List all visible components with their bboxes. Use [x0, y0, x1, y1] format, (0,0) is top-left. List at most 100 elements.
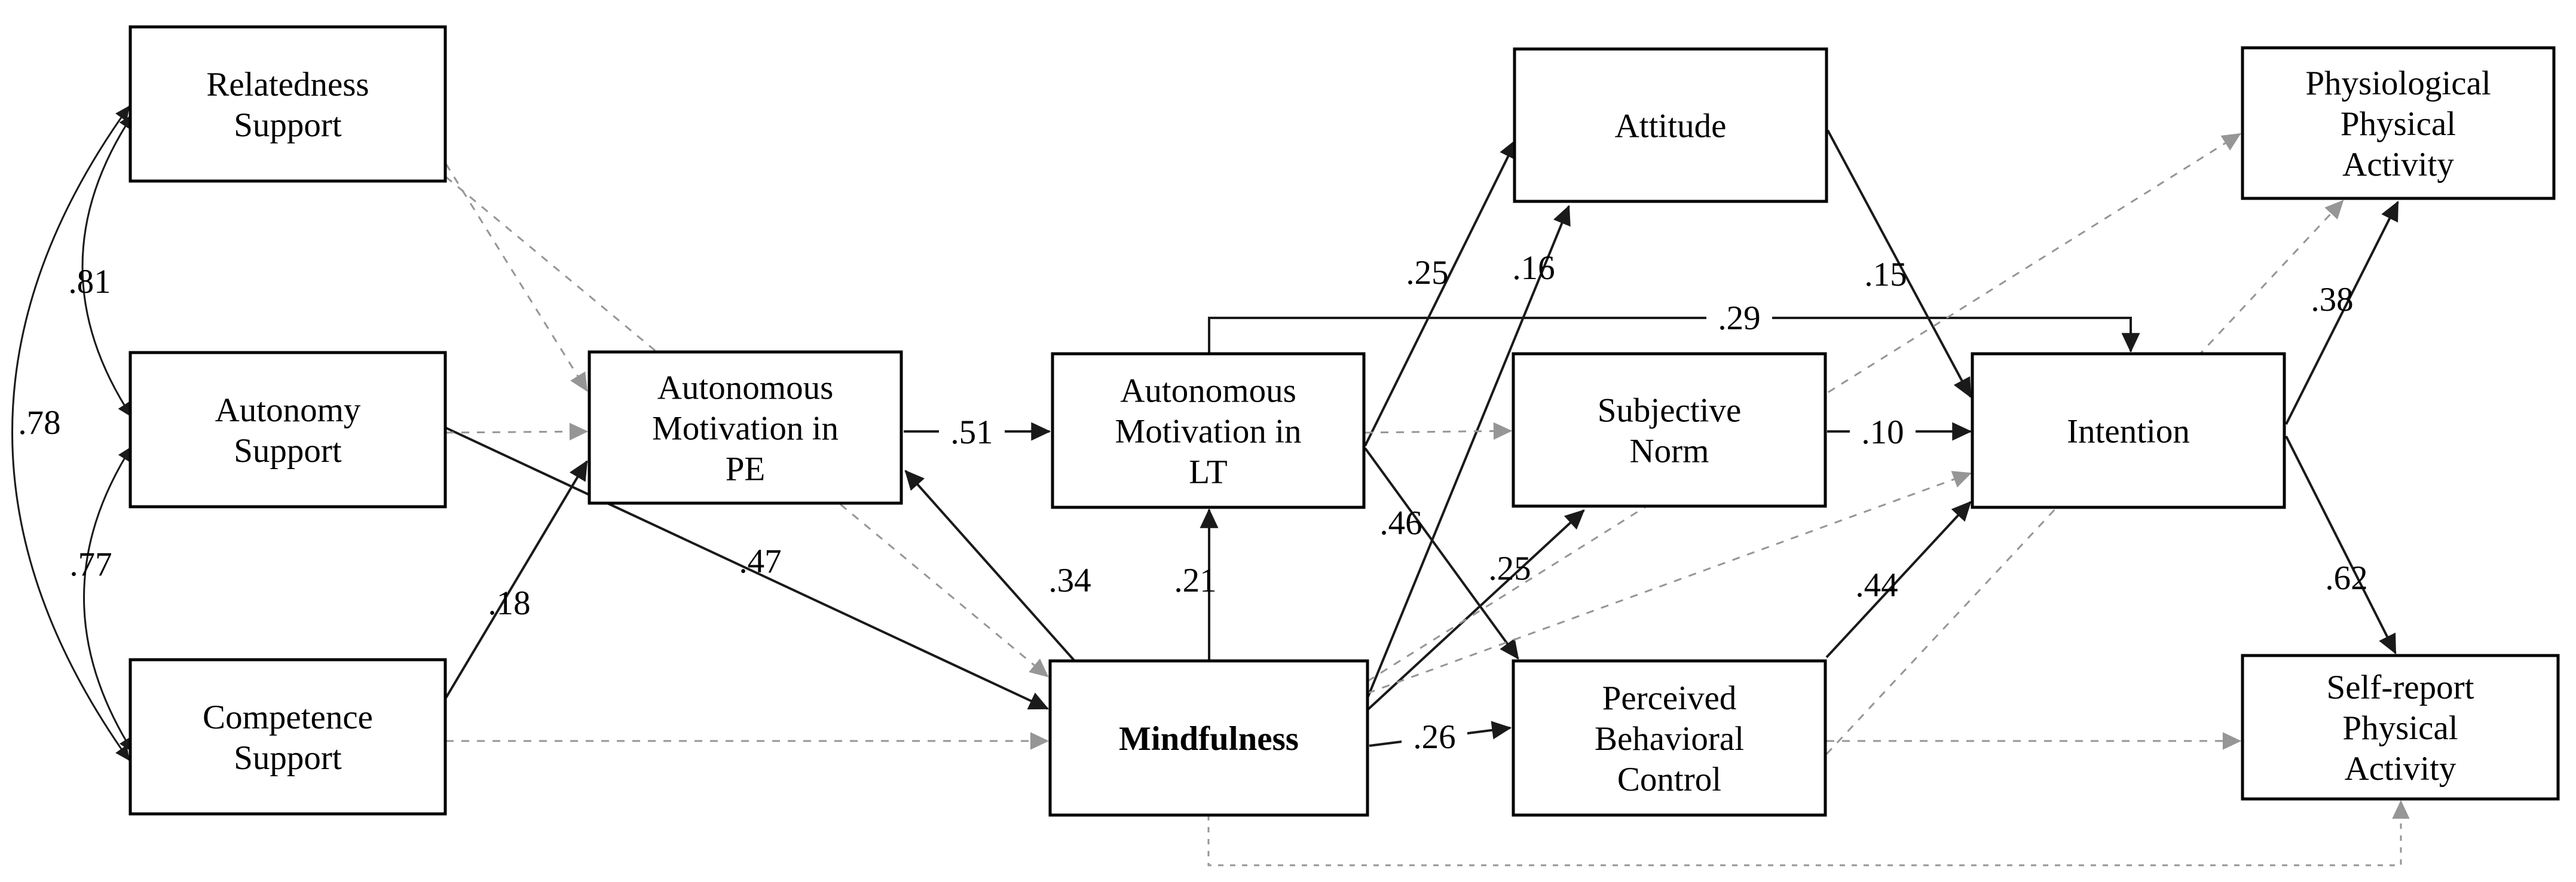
coefficient-label-mask: [1402, 716, 1467, 756]
node-label-intention: Intention: [2067, 413, 2190, 451]
coefficient-value: .78: [18, 404, 60, 442]
path-mindfulness-to-intention: [1367, 471, 1972, 694]
node-label-line: Competence: [203, 699, 373, 736]
node-label-line: Physical: [2341, 105, 2456, 143]
node-mindfulness: Mindfulness: [1048, 659, 1369, 817]
coefficient-value: .21: [1174, 562, 1216, 599]
node-label-line: Relatedness: [206, 66, 369, 103]
node-label-line: Behavioral: [1595, 720, 1744, 758]
coefficient-autonomous_motivation_lt-to-intention: .29: [1706, 298, 1772, 337]
node-label-line: Physical: [2342, 709, 2458, 747]
node-label-attitude: Attitude: [1615, 108, 1727, 145]
path-autonomy_support-to-competence_support: [83, 446, 134, 753]
node-label-line: Autonomy: [215, 391, 361, 429]
node-label-line: Support: [234, 106, 342, 144]
path-autonomous_motivation_lt-to-attitude: [1364, 139, 1518, 446]
node-label-line: Physiological: [2305, 65, 2491, 102]
node-label-line: Perceived: [1602, 679, 1737, 717]
coefficient-attitude-to-intention: .15: [1864, 256, 1907, 293]
node-label-line: Autonomous: [1120, 372, 1296, 410]
coefficient-competence_support-to-autonomous_motivation_pe: .18: [488, 584, 530, 622]
coefficient-relatedness_support-to-autonomy_support: .81: [68, 263, 111, 301]
node-box-physiological_physical_activity: [2241, 46, 2556, 200]
node-label-mindfulness: Mindfulness: [1119, 720, 1299, 758]
node-intention: Intention: [1971, 352, 2286, 509]
path-mindfulness-to-autonomous_motivation_pe: [904, 470, 1076, 662]
node-label-line: Motivation in: [1115, 413, 1302, 451]
path-intention-to-self_report_physical_activity: [2285, 436, 2397, 654]
node-label-line: Support: [234, 432, 342, 470]
node-label-line: Intention: [2067, 413, 2190, 451]
node-box-relatedness_support: [129, 25, 447, 183]
node-label-line: Norm: [1630, 433, 1709, 470]
node-box-self_report_physical_activity: [2241, 654, 2560, 801]
path-autonomy_support-to-autonomous_motivation_pe: [445, 422, 589, 440]
node-label-line: Attitude: [1615, 108, 1727, 145]
coefficient-value: .62: [2325, 559, 2367, 597]
coefficient-mindfulness-to-perceived_behavioral_control: .26: [1402, 716, 1467, 756]
node-label-line: Autonomous: [657, 369, 834, 407]
path-autonomous_motivation_lt-to-perceived_behavioral_control: [1364, 447, 1519, 660]
path-attitude-to-intention: [1827, 130, 1972, 398]
coefficient-value: .25: [1488, 550, 1531, 587]
node-label-line: Control: [1617, 761, 1721, 798]
coefficient-value: .44: [1855, 566, 1898, 604]
node-label-line: PE: [726, 451, 766, 488]
coefficient-autonomy_support-to-mindfulness: .47: [739, 543, 781, 580]
coefficient-value: .47: [739, 543, 781, 580]
coefficient-mindfulness-to-attitude: .16: [1512, 249, 1555, 287]
node-box-autonomy_support: [129, 351, 447, 509]
node-box-subjective_norm: [1512, 352, 1827, 508]
coefficient-value: .26: [1413, 718, 1455, 756]
coefficient-labels-layer: .81 .77 .78 .18 .47 .34 .21 .51 .25 .16 .25 .29 .15.…: [18, 249, 2368, 756]
coefficient-autonomous_motivation_lt-to-perceived_behavioral_control: .46: [1379, 504, 1422, 542]
coefficient-label-mask: [939, 412, 1005, 451]
coefficient-mindfulness-to-autonomous_motivation_pe: .34: [1048, 562, 1091, 599]
node-box-competence_support: [129, 658, 447, 816]
node-box-intention: [1971, 352, 2286, 509]
coefficient-value: .16: [1512, 249, 1555, 287]
coefficient-value: .51: [950, 414, 993, 451]
path-autonomous_motivation_lt-to-subjective_norm: [1365, 422, 1513, 440]
path-mindfulness-to-subjective_norm: [1366, 509, 1585, 711]
coefficient-value: .25: [1406, 254, 1448, 292]
coefficient-intention-to-physiological_physical_activity: .38: [2311, 281, 2353, 318]
path-relatedness_support-to-competence_support: [11, 105, 130, 761]
coefficient-perceived_behavioral_control-to-intention: .44: [1855, 566, 1898, 604]
coefficient-autonomous_motivation_pe-to-autonomous_motivation_lt: .51: [939, 412, 1005, 451]
node-box-perceived_behavioral_control: [1512, 659, 1827, 817]
coefficient-mindfulness-to-autonomous_motivation_lt: .21: [1174, 562, 1216, 599]
path-competence_support-to-autonomous_motivation_pe: [445, 460, 588, 699]
path-mindfulness-to-attitude: [1366, 204, 1571, 699]
node-label-line: LT: [1189, 454, 1227, 491]
node-label-line: Mindfulness: [1119, 720, 1299, 758]
node-box-attitude: [1513, 47, 1828, 203]
node-box-autonomous_motivation_pe: [588, 350, 903, 505]
node-box-autonomous_motivation_lt: [1051, 352, 1366, 509]
coefficient-value: .34: [1048, 562, 1091, 599]
path-autonomous_motivation_lt-to-intention: [1208, 317, 2140, 354]
path-intention-to-physiological_physical_activity: [2285, 201, 2399, 425]
coefficient-value: .46: [1379, 504, 1422, 542]
node-box-mindfulness: [1048, 659, 1369, 817]
coefficient-autonomy_support-to-competence_support: .77: [69, 546, 112, 583]
node-label-line: Self-report: [2327, 669, 2474, 706]
coefficient-subjective_norm-to-intention: .10: [1850, 412, 1916, 451]
